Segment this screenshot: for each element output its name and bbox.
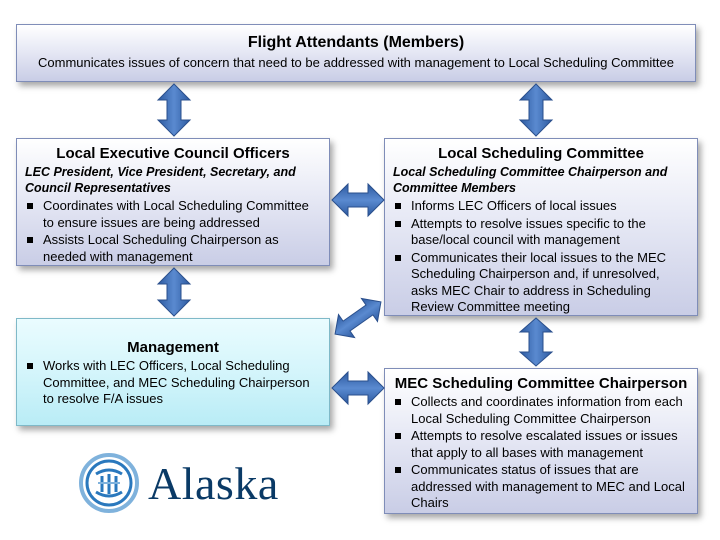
lsc-list: Informs LEC Officers of local issues Att… [393,198,689,316]
list-item: Assists Local Scheduling Chairperson as … [25,232,321,265]
mec-title: MEC Scheduling Committee Chairperson [394,375,688,392]
lec-subtitle: LEC President, Vice President, Secretary… [25,165,296,195]
alaska-logo: Alaska [78,452,279,514]
mec-chairperson-box: MEC Scheduling Committee Chairperson Col… [384,368,698,514]
arrow-lsc-mec-icon [518,317,554,367]
arrow-fa-lsc-icon [518,83,554,137]
alaska-logo-text: Alaska [148,457,279,509]
management-title: Management [127,339,219,356]
lec-list: Coordinates with Local Scheduling Commit… [25,198,321,265]
lec-officers-box: Local Executive Council Officers LEC Pre… [16,138,330,266]
arrow-lec-management-icon [156,267,192,317]
lec-title: Local Executive Council Officers [56,145,290,162]
list-item: Communicates their local issues to the M… [393,250,689,316]
list-item: Coordinates with Local Scheduling Commit… [25,198,321,231]
management-box: Management Works with LEC Officers, Loca… [16,318,330,426]
arrow-lec-lsc-icon [331,182,385,218]
list-item: Communicates status of issues that are a… [393,462,689,512]
local-scheduling-committee-box: Local Scheduling Committee Local Schedul… [384,138,698,316]
lsc-subtitle: Local Scheduling Committee Chairperson a… [393,165,668,195]
lsc-title: Local Scheduling Committee [438,145,644,162]
management-list: Works with LEC Officers, Local Schedulin… [25,358,321,408]
list-item: Informs LEC Officers of local issues [393,198,689,215]
list-item: Attempts to resolve escalated issues or … [393,428,689,461]
list-item: Collects and coordinates information fro… [393,394,689,427]
arrow-management-mec-icon [331,370,385,406]
list-item: Works with LEC Officers, Local Schedulin… [25,358,321,408]
flight-attendants-box: Flight Attendants (Members) Communicates… [16,24,696,82]
alaska-emblem-icon [79,453,139,513]
flight-attendants-title: Flight Attendants (Members) [247,34,465,51]
mec-list: Collects and coordinates information fro… [393,394,689,512]
list-item: Attempts to resolve issues specific to t… [393,216,689,249]
arrow-fa-lec-icon [156,83,192,137]
arrow-management-lsc-icon [334,297,382,339]
flight-attendants-description: Communicates issues of concern that need… [38,55,674,70]
